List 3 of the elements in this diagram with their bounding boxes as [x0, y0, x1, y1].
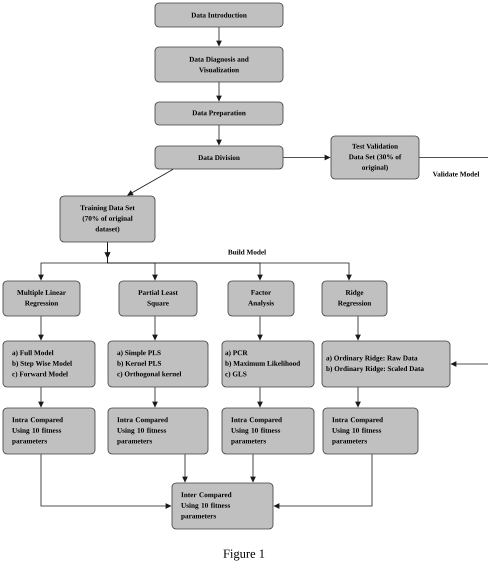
connector-line [419, 157, 488, 158]
arrow [127, 169, 174, 196]
caption: Figure 1 [223, 550, 264, 560]
